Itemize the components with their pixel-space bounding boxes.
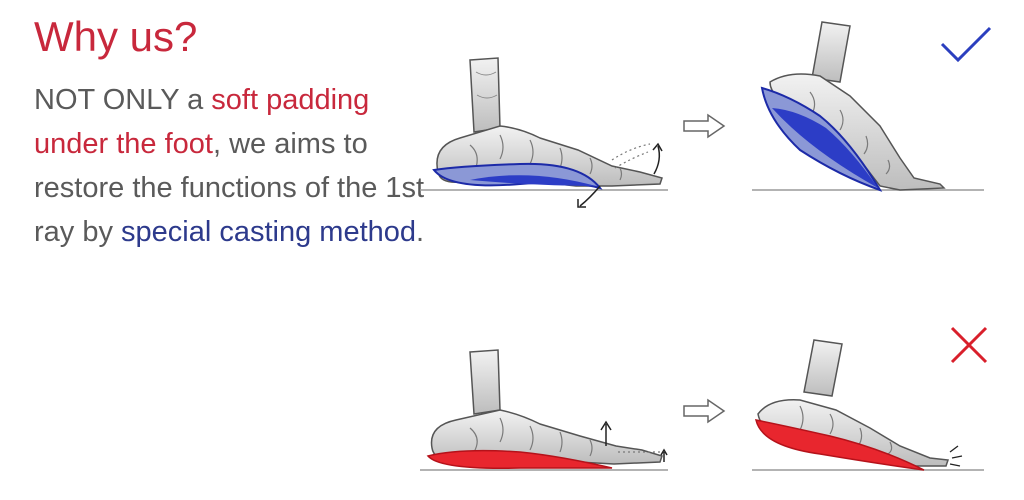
panel-bad-tiptoe xyxy=(752,339,984,471)
description-part-3: . xyxy=(416,216,425,248)
headline: Why us? xyxy=(34,13,198,60)
description-part-1: NOT ONLY a xyxy=(34,84,212,116)
highlight-soft-padding: soft padding under the foot xyxy=(34,84,370,160)
panel-good-standing xyxy=(420,57,668,208)
panel-good-tiptoe xyxy=(752,21,984,192)
highlight-casting-method: special casting method xyxy=(121,216,417,248)
outline-right-arrow-icon xyxy=(683,113,726,139)
description: NOT ONLY a soft padding under the foot, … xyxy=(34,78,434,254)
comparison-illustration xyxy=(410,0,1024,500)
checkmark-icon xyxy=(940,26,992,63)
cross-icon xyxy=(950,326,988,364)
outline-right-arrow-icon xyxy=(683,398,726,424)
panel-bad-standing xyxy=(420,349,668,471)
description-part-2: , we aims to restore the functions of th… xyxy=(34,128,425,248)
